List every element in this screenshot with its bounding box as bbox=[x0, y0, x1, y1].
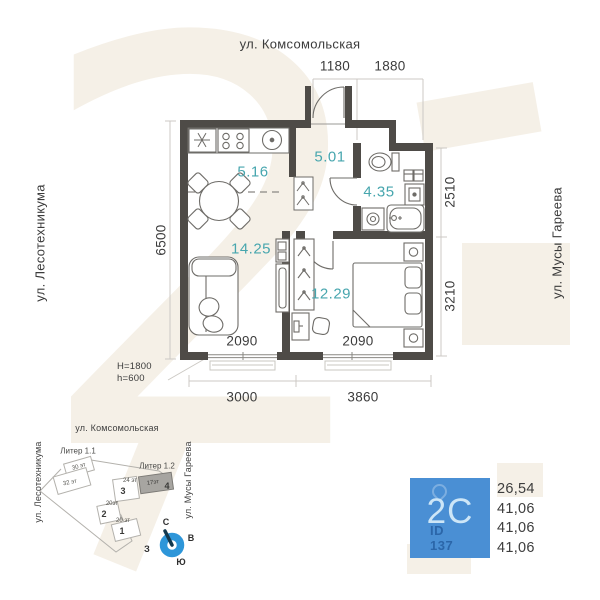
dimension-lines bbox=[165, 78, 447, 387]
site-plan-map bbox=[39, 455, 175, 553]
vanity-sink-icon bbox=[404, 183, 425, 206]
compass-east-label: В bbox=[187, 533, 195, 543]
dining-table bbox=[198, 180, 240, 222]
site-building-num-3: 3 bbox=[120, 486, 126, 496]
room-label-kitchen: 5.16 bbox=[237, 163, 269, 181]
hallway-coat-rack bbox=[293, 176, 314, 211]
dim-bottom-right: 3860 bbox=[347, 389, 379, 405]
room-label-hall: 5.01 bbox=[314, 148, 346, 166]
unit-area-value: 41,06 bbox=[497, 500, 535, 517]
street-top: ул. Комсомольская bbox=[239, 36, 361, 52]
sofa bbox=[188, 256, 239, 336]
building-32 bbox=[52, 467, 92, 495]
compass-icon bbox=[159, 529, 185, 558]
bathtub-icon bbox=[386, 204, 425, 233]
unit-area-value: 41,06 bbox=[497, 539, 535, 556]
washing-machine-icon bbox=[361, 207, 385, 231]
snowflake-icon bbox=[194, 132, 210, 148]
desk-chair bbox=[311, 316, 331, 336]
street-right: ул. Мусы Гареева bbox=[549, 187, 565, 299]
wardrobe bbox=[293, 238, 315, 311]
building-17-selected bbox=[137, 471, 175, 495]
compass-north-label: С bbox=[162, 517, 170, 527]
tv-unit bbox=[275, 238, 290, 313]
street-left: ул. Лесотехникума bbox=[32, 184, 48, 302]
site-liter-1: Литер 1.1 bbox=[60, 446, 96, 456]
room-label-bath: 4.35 bbox=[363, 183, 395, 201]
watermark-block bbox=[497, 463, 543, 497]
building-1 bbox=[110, 518, 142, 542]
site-liter-2: Литер 1.2 bbox=[139, 461, 175, 471]
sill-note-bottom: h=600 bbox=[117, 373, 145, 384]
dim-bottom-left: 3000 bbox=[226, 389, 258, 405]
site-building-num-1: 1 bbox=[119, 526, 125, 536]
dim-right-lower: 3210 bbox=[442, 280, 458, 312]
stove-icon bbox=[217, 128, 250, 153]
nightstands bbox=[403, 242, 424, 348]
site-street-left: ул. Лесотехникума bbox=[33, 441, 43, 523]
watermark-block bbox=[462, 243, 570, 345]
room-label-bedroom: 12.29 bbox=[310, 285, 352, 303]
unit-info-card: 2C ID 137 bbox=[410, 478, 490, 558]
building-2 bbox=[96, 501, 122, 525]
bathroom-fixtures bbox=[361, 152, 425, 233]
dim-top-entry: 1180 bbox=[319, 58, 351, 74]
bedroom-furniture bbox=[291, 238, 424, 348]
sill-note-top: H=1800 bbox=[117, 361, 152, 372]
towel-rail-icon bbox=[403, 169, 424, 182]
dim-window-right: 2090 bbox=[342, 333, 374, 349]
unit-areas-list: 26,54 41,06 41,06 41,06 bbox=[497, 480, 535, 558]
site-street-top: ул. Комсомольская bbox=[75, 423, 159, 433]
dining-chairs bbox=[187, 172, 251, 230]
site-floors-20a: 20эт bbox=[105, 501, 119, 507]
windows bbox=[208, 352, 393, 371]
room-label-living: 14.25 bbox=[230, 240, 272, 258]
living-furniture bbox=[188, 238, 290, 336]
dim-left: 6500 bbox=[153, 224, 169, 256]
dim-top-right: 1880 bbox=[374, 58, 406, 74]
unit-area-value: 41,06 bbox=[497, 520, 535, 536]
site-floors-24: 24 эт bbox=[122, 478, 138, 484]
kitchen-furniture bbox=[187, 127, 290, 230]
unit-type-label: 2C bbox=[426, 492, 474, 531]
desk bbox=[291, 312, 310, 341]
compass-south-label: Ю bbox=[176, 557, 186, 567]
building-3 bbox=[112, 475, 140, 503]
bed bbox=[352, 262, 423, 328]
unit-area-total: 26,54 bbox=[497, 481, 535, 497]
listing-id-label: ID 137 bbox=[430, 523, 454, 553]
site-building-num-2: 2 bbox=[101, 509, 107, 519]
compass-west-label: З bbox=[144, 544, 150, 554]
toilet-icon bbox=[368, 152, 400, 172]
site-street-right: ул. Мусы Гареева bbox=[183, 441, 193, 519]
site-floors-20b: 20 эт bbox=[115, 518, 131, 524]
site-building-num-4: 4 bbox=[164, 481, 170, 491]
dim-window-left: 2090 bbox=[226, 333, 258, 349]
dim-right-upper: 2510 bbox=[442, 176, 458, 208]
